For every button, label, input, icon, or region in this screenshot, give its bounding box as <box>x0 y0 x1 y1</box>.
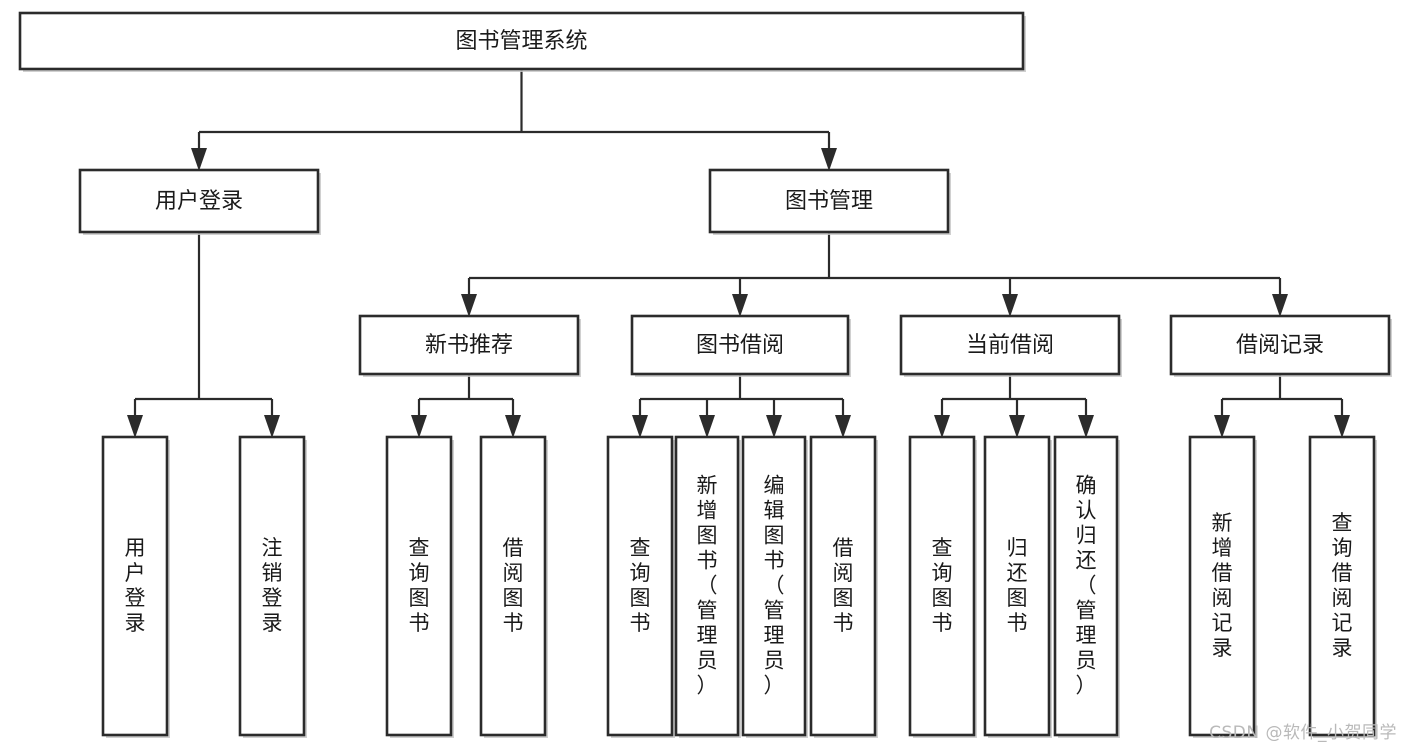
node-l-h-query[interactable]: 查询借阅记录 <box>1308 435 1377 738</box>
node-box[interactable] <box>983 435 1051 737</box>
node-l-b-edit[interactable]: 编辑图书（管理员） <box>741 435 808 738</box>
node-label: 确认归还（管理员） <box>1076 474 1097 698</box>
node-box[interactable] <box>899 314 1121 376</box>
arrow-head-icon <box>191 148 207 171</box>
node-n-new-rec[interactable]: 新书推荐 <box>358 314 581 377</box>
arrow-head-icon <box>732 294 748 317</box>
arrow-head-icon <box>505 415 521 438</box>
node-box[interactable] <box>358 314 580 376</box>
node-box[interactable] <box>238 435 306 737</box>
arrow-head-icon <box>1002 294 1018 317</box>
node-box[interactable] <box>606 435 674 737</box>
node-label: 借阅图书 <box>833 536 854 635</box>
arrow-head-icon <box>1214 415 1230 438</box>
node-l-user-login[interactable]: 用户登录 <box>101 435 170 738</box>
node-label: 用户登录 <box>155 189 243 214</box>
node-l-c-query[interactable]: 查询图书 <box>908 435 977 738</box>
node-n-current[interactable]: 当前借阅 <box>899 314 1122 377</box>
node-label: 当前借阅 <box>966 333 1054 358</box>
node-n-book-mgmt[interactable]: 图书管理 <box>708 168 951 235</box>
arrow-head-icon <box>1078 415 1094 438</box>
node-label: 编辑图书（管理员） <box>764 474 785 698</box>
arrow-head-icon <box>1334 415 1350 438</box>
node-label: 查询借阅记录 <box>1332 511 1353 660</box>
arrow-head-icon <box>264 415 280 438</box>
node-l-b-query[interactable]: 查询图书 <box>606 435 675 738</box>
arrow-head-icon <box>934 415 950 438</box>
node-box[interactable] <box>1053 435 1119 737</box>
node-label: 查询图书 <box>932 536 953 635</box>
node-label: 查询图书 <box>409 536 430 635</box>
node-n-history[interactable]: 借阅记录 <box>1169 314 1392 377</box>
node-l-rec-borrow[interactable]: 借阅图书 <box>479 435 548 738</box>
node-box[interactable] <box>1188 435 1256 737</box>
node-box[interactable] <box>674 435 740 737</box>
node-label: 图书管理 <box>785 189 873 214</box>
arrow-head-icon <box>699 415 715 438</box>
arrow-head-icon <box>835 415 851 438</box>
node-box[interactable] <box>1169 314 1391 376</box>
node-box[interactable] <box>101 435 169 737</box>
node-box[interactable] <box>479 435 547 737</box>
arrow-head-icon <box>461 294 477 317</box>
node-box[interactable] <box>708 168 950 234</box>
node-n-borrow[interactable]: 图书借阅 <box>630 314 851 377</box>
arrow-head-icon <box>411 415 427 438</box>
arrow-head-icon <box>1272 294 1288 317</box>
node-box[interactable] <box>630 314 850 376</box>
node-l-b-borrow[interactable]: 借阅图书 <box>809 435 878 738</box>
node-label: 归还图书 <box>1007 536 1028 635</box>
arrow-head-icon <box>766 415 782 438</box>
node-l-b-add[interactable]: 新增图书（管理员） <box>674 435 741 738</box>
node-label: 图书管理系统 <box>455 29 587 54</box>
node-l-c-confirm[interactable]: 确认归还（管理员） <box>1053 435 1120 738</box>
arrow-head-icon <box>1009 415 1025 438</box>
nodes-layer: 图书管理系统用户登录图书管理新书推荐图书借阅当前借阅借阅记录用户登录注销登录查询… <box>18 11 1392 738</box>
node-label: 图书借阅 <box>696 333 784 358</box>
arrow-head-icon <box>127 415 143 438</box>
node-label: 注销登录 <box>262 536 283 635</box>
node-box[interactable] <box>1308 435 1376 737</box>
node-label: 用户登录 <box>125 536 146 635</box>
node-label: 新书推荐 <box>425 333 513 358</box>
node-label: 借阅记录 <box>1236 333 1324 358</box>
node-n-user-login[interactable]: 用户登录 <box>78 168 321 235</box>
arrow-head-icon <box>821 148 837 171</box>
node-label: 借阅图书 <box>503 536 524 635</box>
node-label: 新增图书（管理员） <box>697 474 718 698</box>
node-label: 查询图书 <box>630 536 651 635</box>
node-l-h-add[interactable]: 新增借阅记录 <box>1188 435 1257 738</box>
node-l-c-return[interactable]: 归还图书 <box>983 435 1052 738</box>
node-box[interactable] <box>18 11 1025 71</box>
node-box[interactable] <box>809 435 877 737</box>
node-box[interactable] <box>78 168 320 234</box>
node-box[interactable] <box>908 435 976 737</box>
node-l-rec-query[interactable]: 查询图书 <box>385 435 454 738</box>
node-label: 新增借阅记录 <box>1212 511 1233 660</box>
node-root[interactable]: 图书管理系统 <box>18 11 1026 72</box>
node-box[interactable] <box>385 435 453 737</box>
node-l-user-logout[interactable]: 注销登录 <box>238 435 307 738</box>
node-box[interactable] <box>741 435 807 737</box>
arrow-head-icon <box>632 415 648 438</box>
edges-layer <box>127 69 1350 438</box>
